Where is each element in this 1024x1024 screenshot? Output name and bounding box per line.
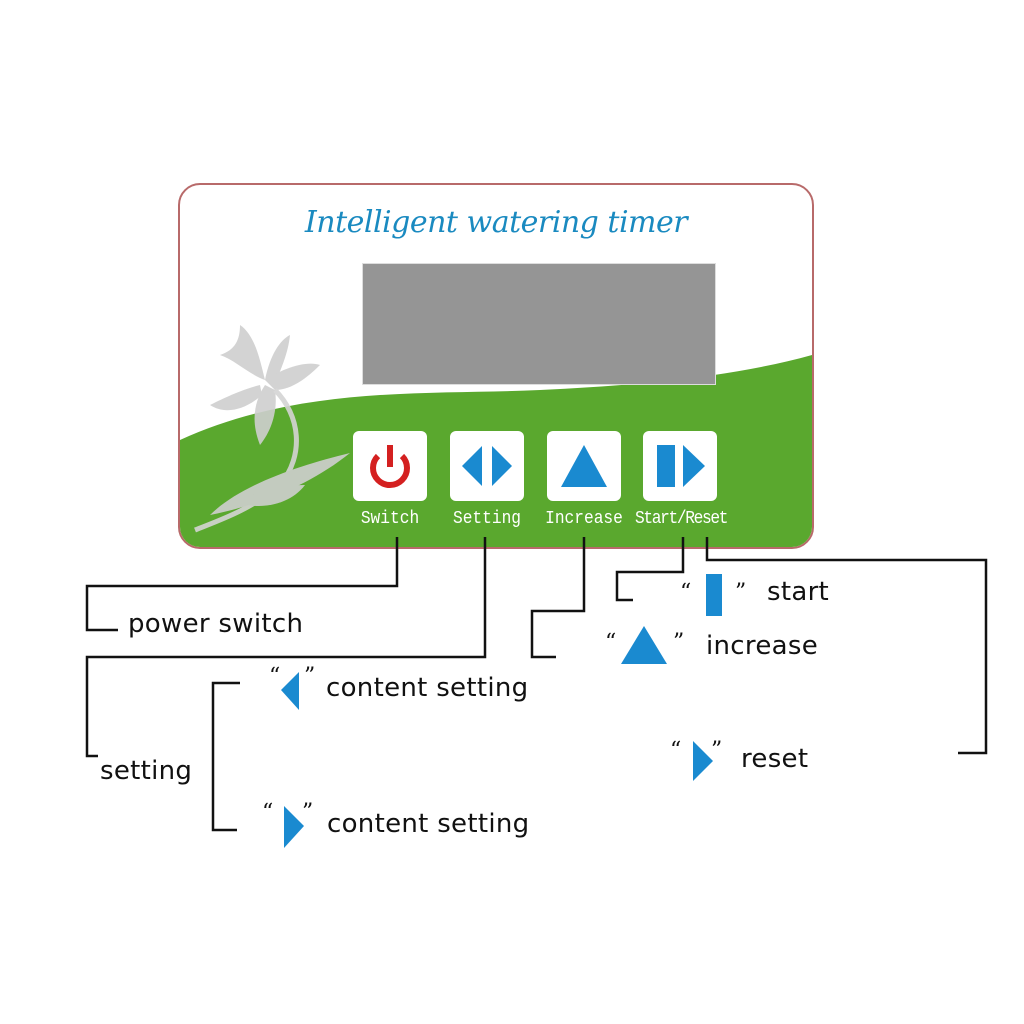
- increase-annotation-label: increase: [706, 631, 818, 661]
- switch-label: Switch: [360, 509, 420, 529]
- start-annotation-label: start: [767, 577, 830, 607]
- reset-leader-line: [705, 537, 988, 755]
- lily-flower-icon: [194, 325, 350, 533]
- open-quote: “: [269, 664, 281, 689]
- increase-label: Increase: [545, 509, 623, 529]
- setting-bracket: [211, 681, 240, 832]
- start-reset-button[interactable]: [643, 431, 717, 501]
- start-bar-icon: [706, 574, 722, 616]
- setting-leader-line: [85, 537, 487, 758]
- bar-right-arrow-icon: [657, 445, 705, 487]
- open-quote: “: [680, 580, 692, 605]
- content-setting-right-label: content setting: [327, 809, 530, 839]
- setting-annotation-label: setting: [100, 756, 193, 786]
- left-right-arrows-icon: [462, 446, 512, 486]
- content-setting-left-label: content setting: [326, 673, 529, 703]
- increase-triangle-icon: [621, 626, 667, 664]
- open-quote: “: [670, 738, 682, 763]
- setting-label: Setting: [452, 509, 522, 529]
- start-reset-label: Start/Reset: [635, 509, 728, 529]
- power-switch-label: power switch: [128, 609, 304, 639]
- panel-title: Intelligent watering timer: [304, 205, 688, 240]
- close-quote: ”: [711, 738, 723, 763]
- reset-arrow-icon: [693, 741, 713, 781]
- left-arrow-icon: [281, 672, 299, 710]
- open-quote: “: [605, 630, 617, 655]
- lcd-display: [362, 263, 716, 385]
- reset-annotation-label: reset: [741, 744, 809, 774]
- switch-button[interactable]: [353, 431, 427, 501]
- timer-panel: Intelligent watering timer Switch Settin…: [178, 183, 814, 549]
- power-icon: [370, 445, 410, 489]
- open-quote: “: [262, 800, 274, 825]
- close-quote: ”: [304, 664, 316, 689]
- increase-button[interactable]: [547, 431, 621, 501]
- close-quote: ”: [302, 800, 314, 825]
- close-quote: ”: [735, 580, 747, 605]
- switch-leader-line: [85, 537, 399, 632]
- start-leader-line: [615, 537, 685, 602]
- close-quote: ”: [673, 630, 685, 655]
- right-arrow-icon: [284, 806, 304, 848]
- increase-leader-line: [530, 537, 586, 659]
- setting-button[interactable]: [450, 431, 524, 501]
- up-triangle-icon: [561, 445, 607, 487]
